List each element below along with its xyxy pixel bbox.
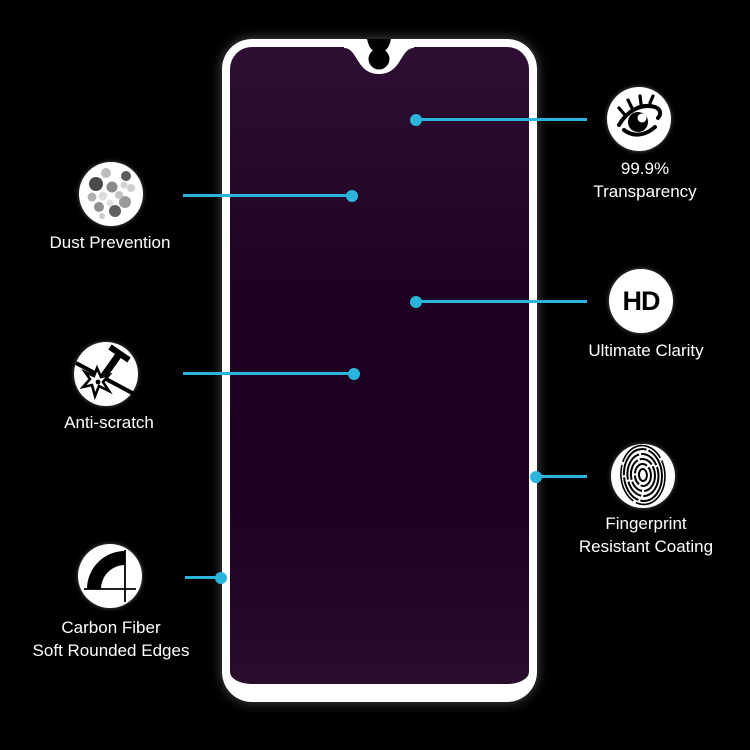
feature-label-clarity: Ultimate Clarity xyxy=(556,339,736,362)
feature-label-line: Soft Rounded Edges xyxy=(32,641,190,660)
feature-label-line: Ultimate Clarity xyxy=(588,341,704,360)
feature-label-line: Anti-scratch xyxy=(64,413,154,432)
callout-line-transparency xyxy=(410,113,587,126)
phone-screen-protector xyxy=(222,39,537,702)
callout-line-clarity xyxy=(410,295,587,308)
waterdrop-notch xyxy=(344,39,414,74)
hd-label: HD xyxy=(622,285,661,316)
callout-line-scratch xyxy=(183,367,360,380)
callout-line-dust xyxy=(183,189,358,202)
eye-icon xyxy=(607,87,671,151)
callout-line-fingerprint xyxy=(530,470,587,483)
scratch-tool-icon xyxy=(74,342,138,406)
callout-dot xyxy=(346,189,358,202)
feature-label-line: Resistant Coating xyxy=(578,537,714,556)
callout-dot xyxy=(410,295,422,308)
dust-particles-icon xyxy=(79,162,143,226)
callout-dot xyxy=(530,470,542,483)
feature-label-transparency: 99.9% Transparency xyxy=(555,157,735,203)
hd-badge-icon: HD xyxy=(609,269,673,333)
callout-dot xyxy=(410,113,422,126)
rounded-edge-icon xyxy=(78,544,142,608)
feature-label-fingerprint: Fingerprint Resistant Coating xyxy=(546,512,746,558)
callout-dot xyxy=(215,571,227,584)
fingerprint-icon xyxy=(611,444,675,508)
feature-label-line: Carbon Fiber xyxy=(61,618,161,637)
feature-label-dust: Dust Prevention xyxy=(20,231,200,254)
feature-label-line: Dust Prevention xyxy=(49,233,171,252)
callout-dot xyxy=(348,367,360,380)
feature-label-line: Transparency xyxy=(593,182,697,201)
callout-line-carbon xyxy=(185,571,227,584)
feature-label-line: Fingerprint xyxy=(605,514,687,533)
feature-label-scratch: Anti-scratch xyxy=(19,411,199,434)
front-camera-icon xyxy=(368,48,390,70)
feature-label-line: 99.9% xyxy=(620,159,670,178)
feature-label-carbon: Carbon Fiber Soft Rounded Edges xyxy=(11,616,211,662)
